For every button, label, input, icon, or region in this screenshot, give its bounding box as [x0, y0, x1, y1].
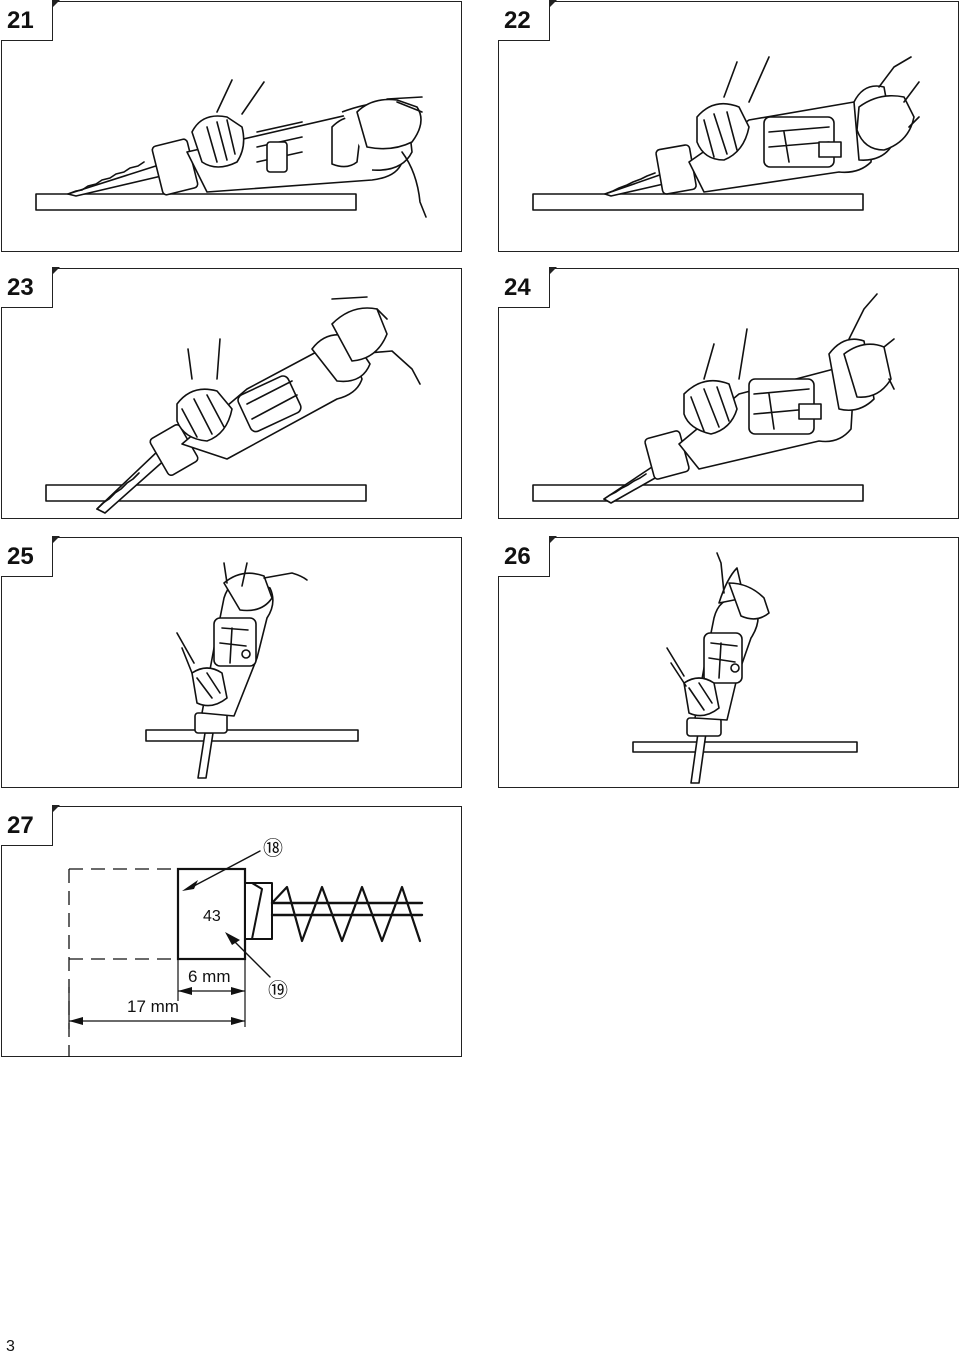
saw-plunge-cut-illustration: [145, 562, 359, 779]
saw-cutting-illustration: [35, 79, 427, 218]
brush-spring: [270, 885, 422, 943]
figure-number: 26: [504, 543, 531, 570]
figure-number: 21: [7, 7, 34, 34]
figure-number-tab: 23: [1, 267, 60, 308]
saw-cutting-illustration: [45, 296, 421, 514]
figure-23: 23: [1, 267, 462, 519]
dimension-17mm-label: 17 mm: [127, 997, 179, 1016]
saw-cutting-illustration: [532, 293, 895, 504]
figure-number: 25: [7, 543, 34, 570]
figure-number-tab: 21: [1, 0, 60, 41]
figure-number: 27: [7, 812, 34, 839]
figure-number: 24: [504, 274, 531, 301]
figure-21: 21: [1, 0, 462, 252]
figure-number-tab: 27: [1, 805, 60, 846]
figure-26: 26: [498, 536, 959, 788]
part-number-label: 43: [203, 908, 221, 925]
figure-number: 22: [504, 7, 531, 34]
figure-number-tab: 25: [1, 536, 60, 577]
figure-22: 22: [498, 0, 959, 252]
page-number: 3: [6, 1338, 15, 1355]
figure-number: 23: [7, 274, 34, 301]
figure-number-tab: 24: [498, 267, 557, 308]
saw-cutting-illustration: [532, 56, 920, 211]
figure-number-tab: 22: [498, 0, 557, 41]
figure-24: 24: [498, 267, 959, 519]
figure-27: 27 ⑱ ⑲ 43 6 mm 17 mm: [1, 805, 462, 1057]
figure-number-tab: 26: [498, 536, 557, 577]
carbon-brush: [176, 867, 247, 961]
callout-18: ⑱: [263, 837, 283, 860]
callout-19: ⑲: [268, 979, 288, 1002]
dimension-6mm-label: 6 mm: [188, 967, 231, 986]
figure-25: 25: [1, 536, 462, 788]
carbon-brush-wear-diagram: ⑱ ⑲ 43 6 mm 17 mm: [68, 837, 424, 1057]
saw-plunge-cut-illustration: [632, 552, 858, 784]
